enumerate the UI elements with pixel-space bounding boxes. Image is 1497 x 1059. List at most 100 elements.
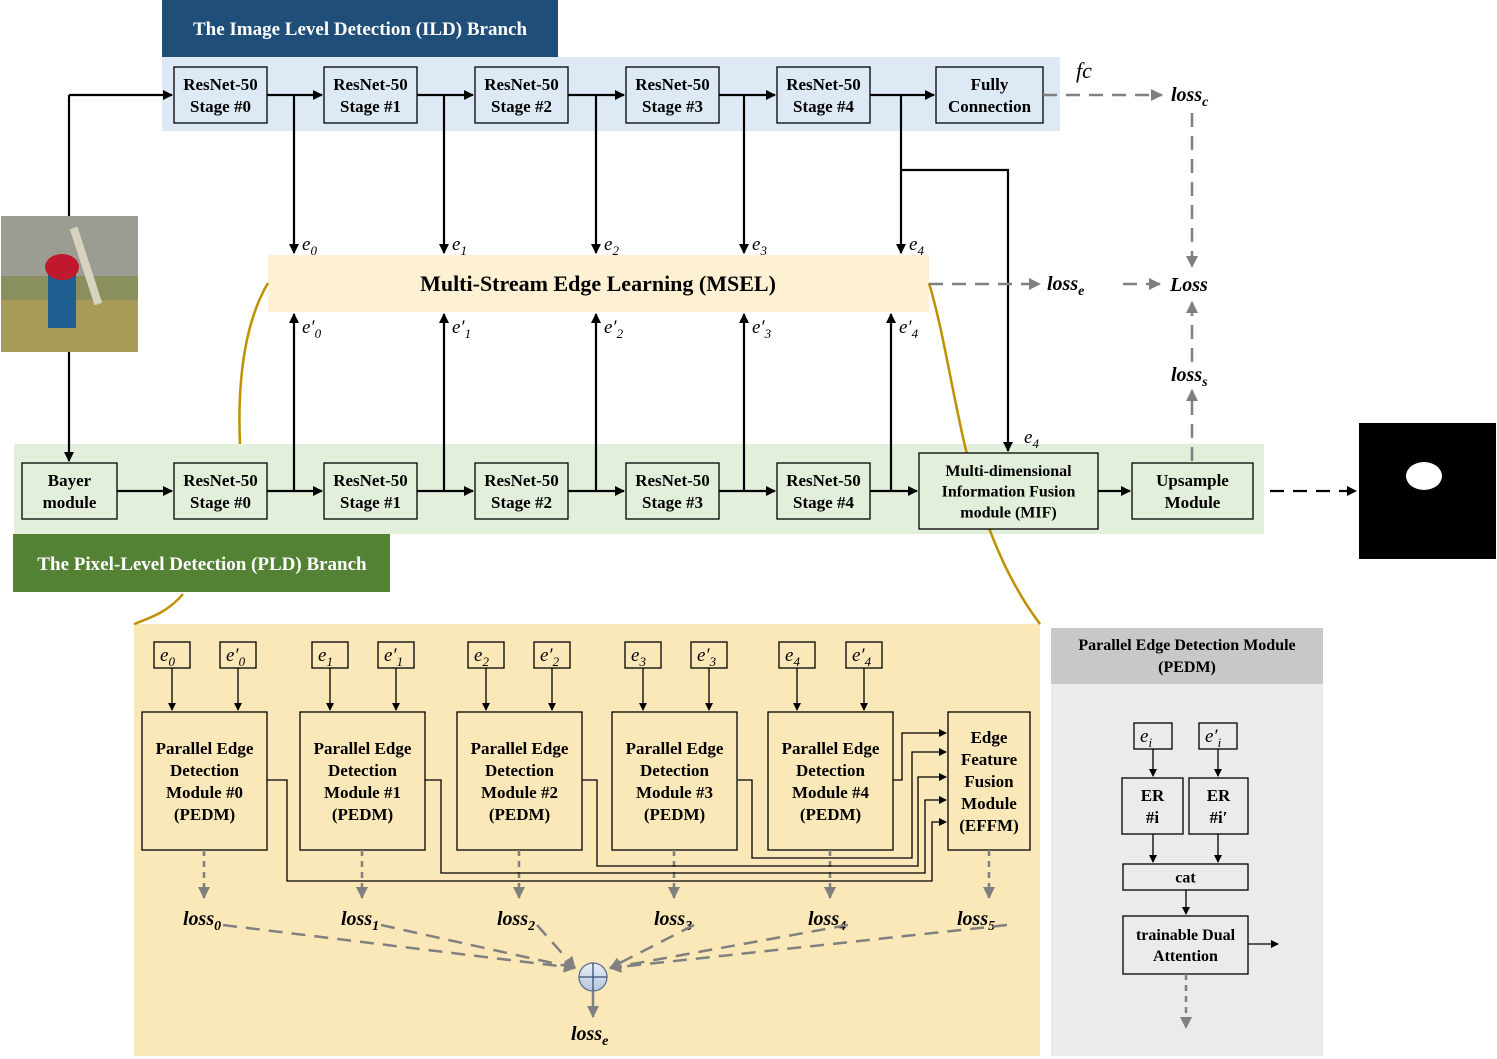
er-box-i-frame bbox=[1121, 777, 1184, 835]
ild-stage-1-line-1: Stage #1 bbox=[340, 97, 401, 116]
pedm-2-line-1: Detection bbox=[485, 761, 554, 780]
bayer-module-line-0: Bayer bbox=[48, 471, 92, 490]
edge-label-e3: e3 bbox=[752, 234, 767, 258]
bayer-module-frame bbox=[21, 462, 118, 520]
input-box-label: e′2 bbox=[540, 645, 560, 669]
pedm-panel-title-1: (PEDM) bbox=[1158, 659, 1216, 676]
edge-label-e1: e1 bbox=[452, 234, 467, 258]
edge-label-eprime1: e′1 bbox=[452, 317, 471, 341]
pedm-4-line-2: Module #4 bbox=[792, 783, 869, 802]
pld-stage-0-frame bbox=[173, 462, 268, 520]
dual-attention-box-line-1: Attention bbox=[1153, 948, 1218, 965]
pedm3-to-effm bbox=[738, 748, 947, 859]
detail-loss-2-base: loss bbox=[497, 908, 528, 930]
input-box-frame bbox=[219, 641, 257, 669]
detail-loss-0-base: loss bbox=[183, 908, 214, 930]
pedm-input-label-sub: i bbox=[1148, 735, 1152, 750]
ild-stage-3-line-0: ResNet-50 bbox=[635, 75, 710, 94]
pld-stage-4-line-0: ResNet-50 bbox=[786, 471, 861, 490]
detail-loss-to-sum-1 bbox=[380, 923, 576, 972]
loss-s-label: losss bbox=[1171, 364, 1208, 390]
cat-box: cat bbox=[1122, 863, 1249, 891]
pld-stage-3-frame bbox=[625, 462, 720, 520]
pld-stage-4-line-1: Stage #4 bbox=[793, 493, 854, 512]
input-box-label-sub: 2 bbox=[553, 654, 560, 669]
pedm-2-line-2: Module #2 bbox=[481, 783, 558, 802]
input-e3: e3 bbox=[624, 641, 662, 669]
pedm-2-line-0: Parallel Edge bbox=[471, 739, 569, 758]
pedm-input-frame bbox=[1198, 722, 1238, 750]
zoom-curve-left bbox=[238, 282, 270, 445]
pld-banner-text: The Pixel-Level Detection (PLD) Branch bbox=[37, 554, 367, 575]
ild-fully-connection-line-0: Fully bbox=[971, 75, 1009, 94]
er-box-iprime-line-0: ER bbox=[1207, 786, 1231, 805]
pedm-0-line-3: (PEDM) bbox=[174, 805, 235, 824]
pedm-0-line-2: Module #0 bbox=[166, 783, 243, 802]
pedm-1-line-0: Parallel Edge bbox=[314, 739, 412, 758]
detail-sum-label-base: loss bbox=[571, 1023, 602, 1045]
detail-loss-3: loss3 bbox=[654, 908, 692, 934]
pedm-input-label-sub: i bbox=[1218, 735, 1222, 750]
pld-stage-1-line-0: ResNet-50 bbox=[333, 471, 408, 490]
er-box-i: ER#i bbox=[1121, 777, 1184, 835]
pedm-3-frame bbox=[611, 711, 738, 851]
pld-stage-3-line-0: ResNet-50 bbox=[635, 471, 710, 490]
zoom-curve-right bbox=[927, 282, 1042, 625]
pedm-input-e: ei bbox=[1133, 722, 1173, 750]
loss-e-label-sub: e bbox=[1078, 284, 1084, 299]
pedm1-to-effm bbox=[425, 779, 947, 874]
edge-label-e4-sub: 4 bbox=[917, 243, 924, 258]
pld-banner bbox=[13, 534, 390, 592]
edge-label-e4-base: e bbox=[909, 234, 917, 255]
input-box-label-base: e′ bbox=[540, 645, 553, 666]
input-box-label-sub: 1 bbox=[397, 654, 404, 669]
ild-stage-0-frame bbox=[173, 66, 268, 124]
total-loss-label: Loss bbox=[1169, 274, 1208, 296]
input-box-label: e′4 bbox=[852, 645, 872, 669]
mif-edge-label: e4 bbox=[1024, 427, 1039, 451]
edge-label-eprime3: e′3 bbox=[752, 317, 772, 341]
detail-loss-5: loss5 bbox=[957, 908, 995, 934]
ild-stage-3-frame bbox=[625, 66, 720, 124]
pedm-panel bbox=[1051, 628, 1323, 1056]
mif-module-line-0: Multi-dimensional bbox=[945, 463, 1072, 480]
pedm-4-frame bbox=[767, 711, 894, 851]
e4-to-mif-arrow bbox=[901, 168, 1013, 452]
ild-fully-connection-frame bbox=[935, 66, 1044, 124]
detail-loss-1-sub: 1 bbox=[372, 919, 379, 934]
mif-module-line-2: module (MIF) bbox=[960, 504, 1056, 521]
fc-label: fc bbox=[1076, 58, 1092, 83]
detail-sum-label: losse bbox=[571, 1023, 608, 1049]
er-box-iprime-frame bbox=[1188, 777, 1249, 835]
detail-loss-to-sum-4 bbox=[609, 923, 849, 972]
edge-label-eprime3-sub: 3 bbox=[764, 326, 772, 341]
input-eprime1: e′1 bbox=[377, 641, 415, 669]
detail-loss-5-sub: 5 bbox=[988, 919, 995, 934]
dual-attention-box-frame bbox=[1122, 915, 1249, 975]
mif-edge-label-sub: 4 bbox=[1032, 436, 1039, 451]
dual-attention-box-line-0: trainable Dual bbox=[1136, 927, 1236, 944]
pedm4-to-effm bbox=[893, 729, 947, 781]
edge-label-e0-base: e bbox=[302, 234, 310, 255]
pedm-0-line-0: Parallel Edge bbox=[156, 739, 254, 758]
pedm-3-line-3: (PEDM) bbox=[644, 805, 705, 824]
edge-label-eprime4-sub: 4 bbox=[912, 326, 919, 341]
ild-stage-4-line-1: Stage #4 bbox=[793, 97, 854, 116]
msel-label: Multi-Stream Edge Learning (MSEL) bbox=[420, 271, 776, 296]
upsample-module-line-0: Upsample bbox=[1156, 471, 1229, 490]
pedm-1-frame bbox=[299, 711, 426, 851]
input-box-frame bbox=[845, 641, 883, 669]
er-box-iprime-line-1: #i′ bbox=[1209, 808, 1227, 827]
detail-loss-2-sub: 2 bbox=[527, 919, 535, 934]
edge-label-e0: e0 bbox=[302, 234, 317, 258]
